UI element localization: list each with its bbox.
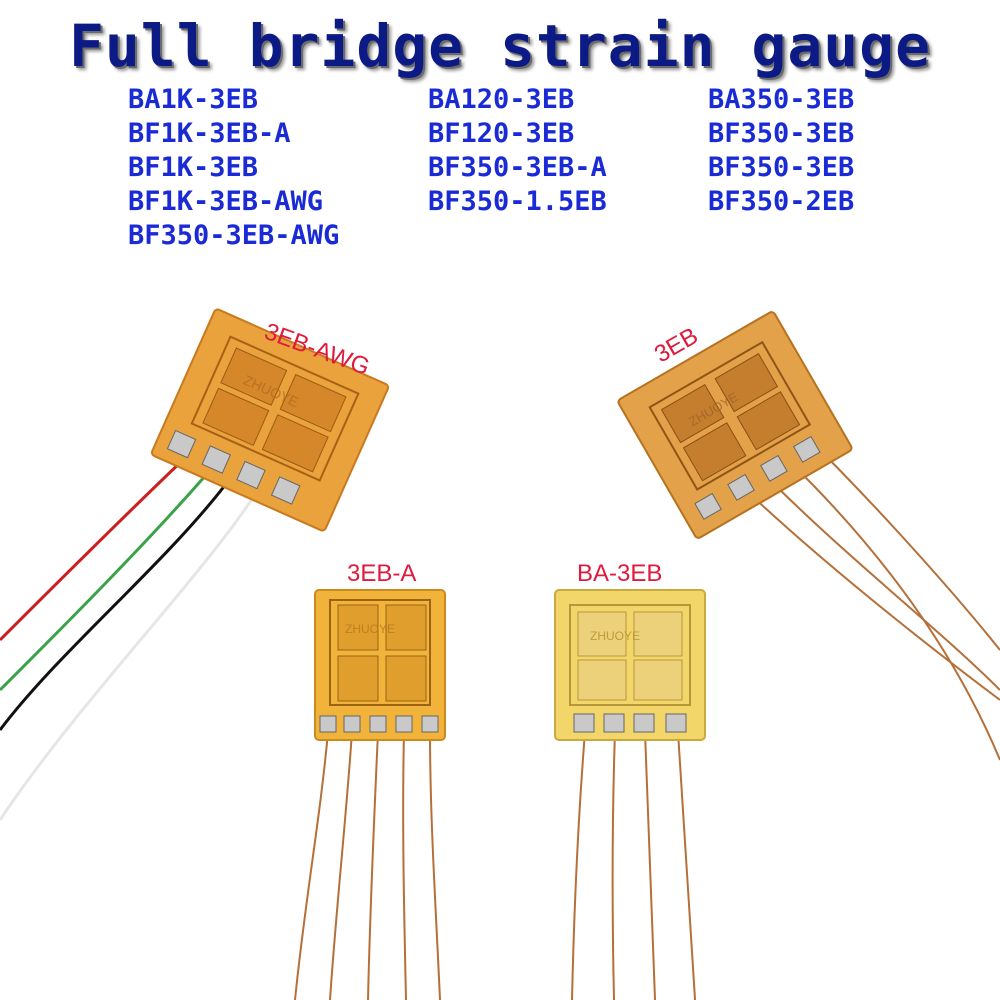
gauge-3eb-a: ZHUOYE xyxy=(294,589,446,1000)
model-list-left: BA1K-3EB BF1K-3EB-A BF1K-3EB BF1K-3EB-AW… xyxy=(128,86,339,256)
gauge-3eb: ZHUOYE xyxy=(617,311,1000,761)
white-wire xyxy=(0,489,260,821)
page-title: Full bridge strain gauge xyxy=(68,12,932,80)
gauge-ba-3eb: ZHUOYE xyxy=(554,589,706,1000)
green-wire xyxy=(0,467,214,692)
model-name: BF350-3EB xyxy=(708,118,855,149)
black-wire xyxy=(0,475,234,731)
model-list-right: BA350-3EB BF350-3EB BF350-3EB BF350-2EB xyxy=(708,86,854,222)
model-name: BF1K-3EB-AWG xyxy=(128,186,324,217)
model-name: BF1K-3EB-A xyxy=(128,118,291,149)
model-name: BF350-3EB-AWG xyxy=(128,220,340,251)
model-list-middle: BA120-3EB BF120-3EB BF350-3EB-A BF350-1.… xyxy=(428,86,607,222)
model-name: BF350-2EB xyxy=(708,186,855,217)
gauge-3eb-awg: ZHUOYE xyxy=(0,308,390,821)
red-wire xyxy=(0,455,188,642)
model-name: BA350-3EB xyxy=(708,84,855,115)
model-name: BF1K-3EB xyxy=(128,152,259,183)
svg-text:ZHUOYE: ZHUOYE xyxy=(345,622,395,636)
model-name: BF350-1.5EB xyxy=(428,186,607,217)
model-name: BA1K-3EB xyxy=(128,84,259,115)
model-name: BF350-3EB-A xyxy=(428,152,607,183)
svg-text:ZHUOYE: ZHUOYE xyxy=(590,629,640,643)
model-name: BF120-3EB xyxy=(428,118,575,149)
model-name: BA120-3EB xyxy=(428,84,575,115)
label-ba-3eb: BA-3EB xyxy=(577,560,663,587)
model-name: BF350-3EB xyxy=(708,152,855,183)
label-3eb-a: 3EB-A xyxy=(347,560,417,587)
